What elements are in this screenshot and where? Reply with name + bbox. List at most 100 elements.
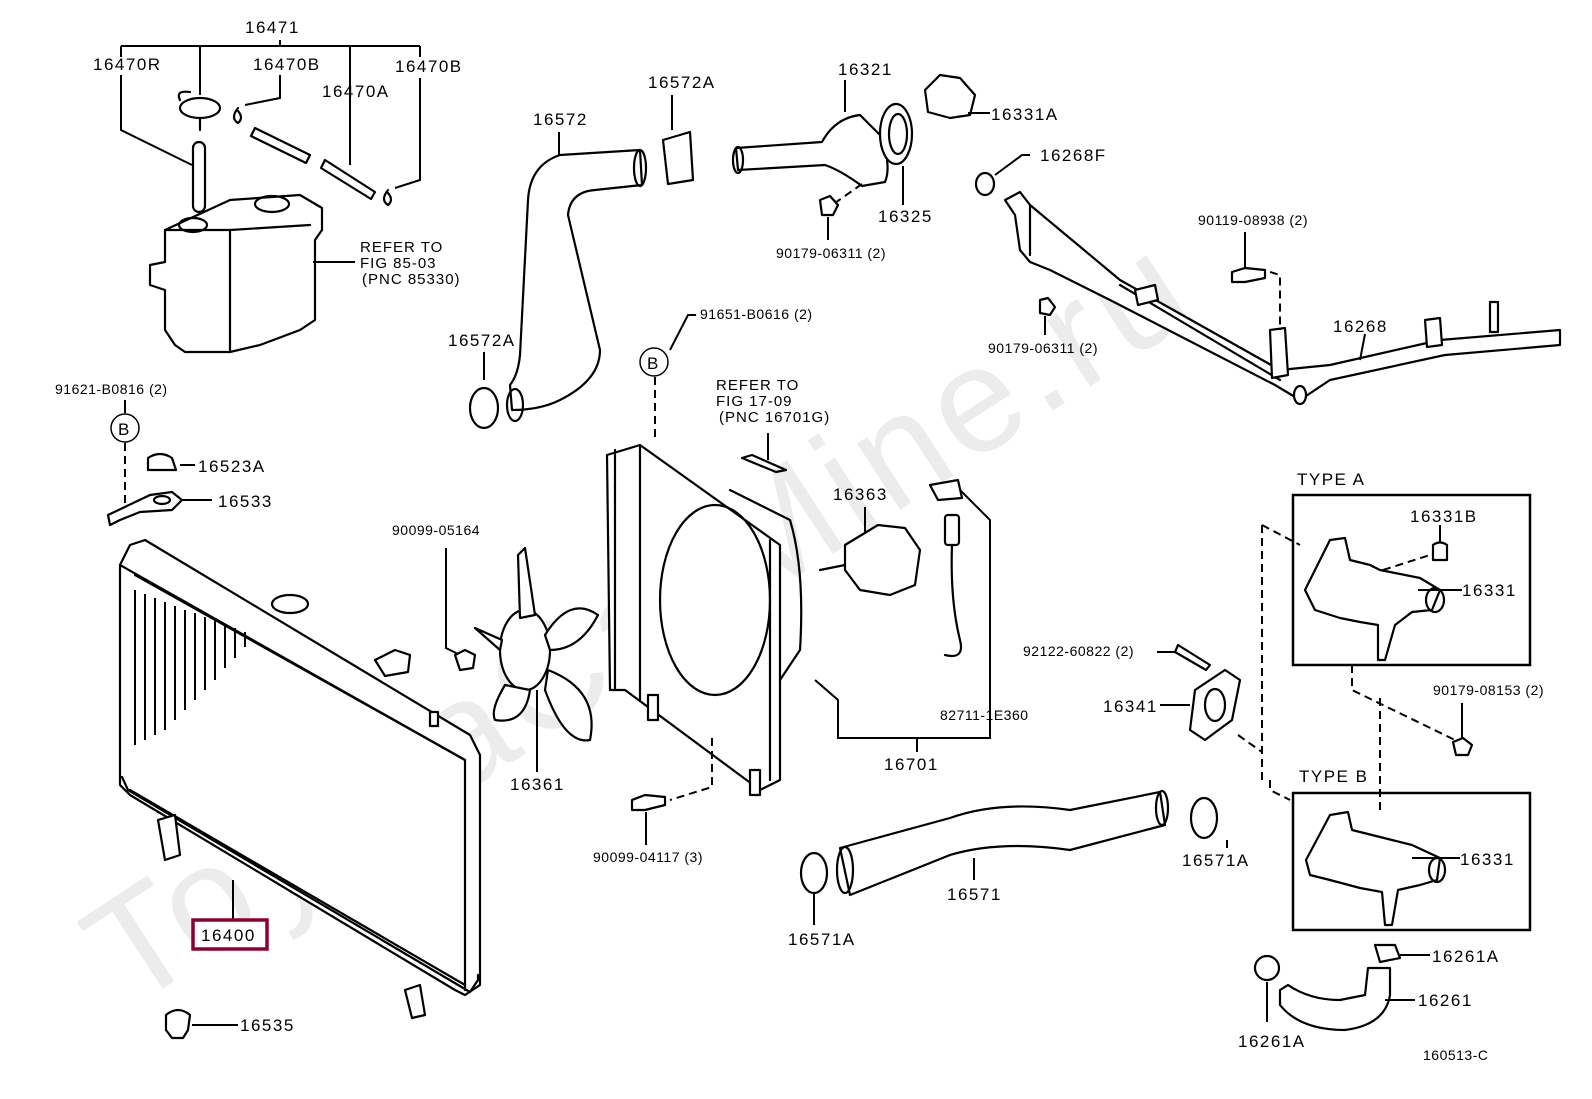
radiator-cap-icon xyxy=(270,593,310,615)
label-16361[interactable]: 16361 xyxy=(510,775,565,794)
clamp-16572a-icon xyxy=(468,386,500,430)
fan-refer-line1: REFER TO xyxy=(716,377,799,394)
cushion-16523a-icon xyxy=(146,452,178,472)
label-16325[interactable]: 16325 xyxy=(878,207,933,226)
cushion-16535-icon xyxy=(164,1008,192,1040)
thermostat-16331a-icon xyxy=(923,73,977,120)
clip-16261a-icon xyxy=(1253,954,1281,982)
reference-mark-b-icon xyxy=(639,347,669,377)
figure-code: 160513-C xyxy=(1423,1047,1489,1063)
support-16533-icon xyxy=(106,490,184,527)
label-16331B[interactable]: 16331B xyxy=(1410,507,1478,526)
label-90119-08938[interactable]: 90119-08938 (2) xyxy=(1198,212,1308,228)
label-16470B-2[interactable]: 16470B xyxy=(395,57,463,76)
radiator-core-fins xyxy=(134,590,246,745)
type-a-box xyxy=(1291,493,1532,667)
water-inlet-16331-type-a-icon xyxy=(1303,536,1442,662)
label-plate-icon xyxy=(740,453,788,474)
label-16363[interactable]: 16363 xyxy=(833,485,888,504)
label-90179-06311-b[interactable]: 90179-06311 (2) xyxy=(988,340,1098,356)
connector-icon xyxy=(928,478,964,502)
clamp-16572a-icon xyxy=(661,130,695,186)
nut-icon xyxy=(818,194,840,217)
nut-icon xyxy=(453,648,477,672)
label-16572A-top[interactable]: 16572A xyxy=(648,73,716,92)
water-inlet-group: 92122-60822 (2) 16341 TYPE A 16331B 1633… xyxy=(1023,470,1544,1051)
clip-16261a-icon xyxy=(1373,943,1402,964)
nut-icon xyxy=(1038,296,1057,317)
fan-refer-line3: (PNC 16701G) xyxy=(719,409,830,426)
label-16321[interactable]: 16321 xyxy=(838,60,893,79)
label-16470B-1[interactable]: 16470B xyxy=(253,55,321,74)
label-16261A-bottom[interactable]: 16261A xyxy=(1238,1032,1306,1051)
label-90099-05164[interactable]: 90099-05164 xyxy=(392,522,480,538)
fan-motor-16363-icon xyxy=(843,523,922,597)
radiator-pin-icon xyxy=(428,710,440,728)
reservoir-refer-line3: (PNC 85330) xyxy=(362,271,461,288)
radiator-group: 91621-B0816 (2) B 16523A 16533 16400 165… xyxy=(55,381,482,1040)
label-type-a: TYPE A xyxy=(1297,470,1366,489)
reservoir-group: 16471 16470R 16470B 16470B 16470A REFER … xyxy=(93,18,463,354)
highlighted-part-box[interactable] xyxy=(191,918,269,951)
o-ring-16268f-icon xyxy=(974,171,996,197)
hose-icon xyxy=(249,126,312,165)
fan-16361-icon xyxy=(473,546,600,742)
label-16331A[interactable]: 16331A xyxy=(991,105,1059,124)
bolt-icon xyxy=(630,793,667,812)
label-90179-08153[interactable]: 90179-08153 (2) xyxy=(1433,682,1544,698)
label-16571A-left[interactable]: 16571A xyxy=(788,930,856,949)
upper-hose-16572-icon xyxy=(508,148,644,412)
upper-hose-group: 16572 16572A 16572A 16321 16325 90179-06… xyxy=(448,60,1059,430)
mark-b-2: B xyxy=(647,354,660,373)
label-16571A-right[interactable]: 16571A xyxy=(1182,851,1250,870)
water-inlet-16331-type-b-icon xyxy=(1304,810,1442,927)
fan-refer-line2[interactable]: FIG 17-09 xyxy=(716,393,793,410)
clamp-16571a-icon xyxy=(799,851,829,895)
radiator-icon xyxy=(118,538,482,997)
reservoir-tank-icon xyxy=(148,193,324,354)
label-16331-b[interactable]: 16331 xyxy=(1460,850,1515,869)
label-91621-B0816[interactable]: 91621-B0816 (2) xyxy=(55,381,168,397)
label-16261[interactable]: 16261 xyxy=(1418,991,1473,1010)
mark-b-1: B xyxy=(118,420,131,439)
label-16533[interactable]: 16533 xyxy=(218,492,273,511)
label-90099-04117[interactable]: 90099-04117 (3) xyxy=(593,849,703,865)
label-16268[interactable]: 16268 xyxy=(1333,317,1388,336)
label-16535[interactable]: 16535 xyxy=(240,1016,295,1035)
bolt-icon xyxy=(1230,266,1267,284)
label-16571[interactable]: 16571 xyxy=(947,885,1002,904)
label-16341[interactable]: 16341 xyxy=(1103,697,1158,716)
label-16261A-top[interactable]: 16261A xyxy=(1432,947,1500,966)
label-16471[interactable]: 16471 xyxy=(245,18,300,37)
label-type-b: TYPE B xyxy=(1299,767,1368,786)
reservoir-refer-line2[interactable]: FIG 85-03 xyxy=(360,255,437,272)
label-16572[interactable]: 16572 xyxy=(533,110,588,129)
label-16470A[interactable]: 16470A xyxy=(322,82,390,101)
reservoir-refer-line1: REFER TO xyxy=(360,239,443,256)
reference-mark-b-icon xyxy=(110,413,140,443)
label-16572A-bottom[interactable]: 16572A xyxy=(448,331,516,350)
label-90179-06311-a[interactable]: 90179-06311 (2) xyxy=(776,245,886,261)
clamp-16571a-icon xyxy=(1189,796,1219,840)
label-92122-60822[interactable]: 92122-60822 (2) xyxy=(1023,643,1134,659)
cap-16331b-icon xyxy=(1431,541,1449,562)
type-b-box xyxy=(1291,791,1532,932)
nut-icon xyxy=(1451,736,1474,757)
fan-group: 91651-B0616 (2) B REFER TO FIG 17-09 (PN… xyxy=(392,306,1029,865)
label-16331-a[interactable]: 16331 xyxy=(1462,581,1517,600)
label-82711-1E360[interactable]: 82711-1E360 xyxy=(940,707,1029,723)
label-16701[interactable]: 16701 xyxy=(884,755,939,774)
label-16400[interactable]: 16400 xyxy=(201,926,256,945)
bypass-pipe-group: 16268F 90119-08938 (2) 90179-06311 (2) 1… xyxy=(974,146,1562,406)
reservoir-cap-icon xyxy=(178,96,222,120)
label-91651-B0616[interactable]: 91651-B0616 (2) xyxy=(700,306,813,322)
gasket-16341-icon xyxy=(1188,668,1242,742)
label-16523A[interactable]: 16523A xyxy=(198,457,266,476)
hose-16261-icon xyxy=(1278,966,1392,1032)
drain-icon xyxy=(156,813,182,862)
lower-hose-16571-icon xyxy=(838,790,1167,897)
label-16470R[interactable]: 16470R xyxy=(93,55,162,74)
water-outlet-16321-icon xyxy=(734,113,889,188)
label-16268F[interactable]: 16268F xyxy=(1040,146,1107,165)
